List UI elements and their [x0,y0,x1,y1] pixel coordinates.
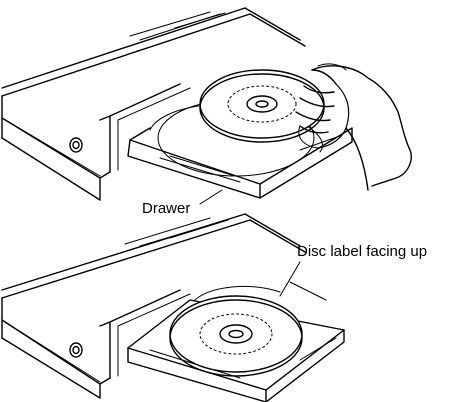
disc-bottom [169,295,303,377]
drawer-label: Drawer [142,200,191,217]
drawer-leader-line [199,189,223,205]
disc-label-leader-line [279,261,301,297]
player-body-top [1,7,306,201]
player-body-bottom [1,213,306,399]
disc-top [199,69,325,143]
hand-icon [295,63,412,191]
disc-label-caption: Disc label facing up [297,243,428,260]
